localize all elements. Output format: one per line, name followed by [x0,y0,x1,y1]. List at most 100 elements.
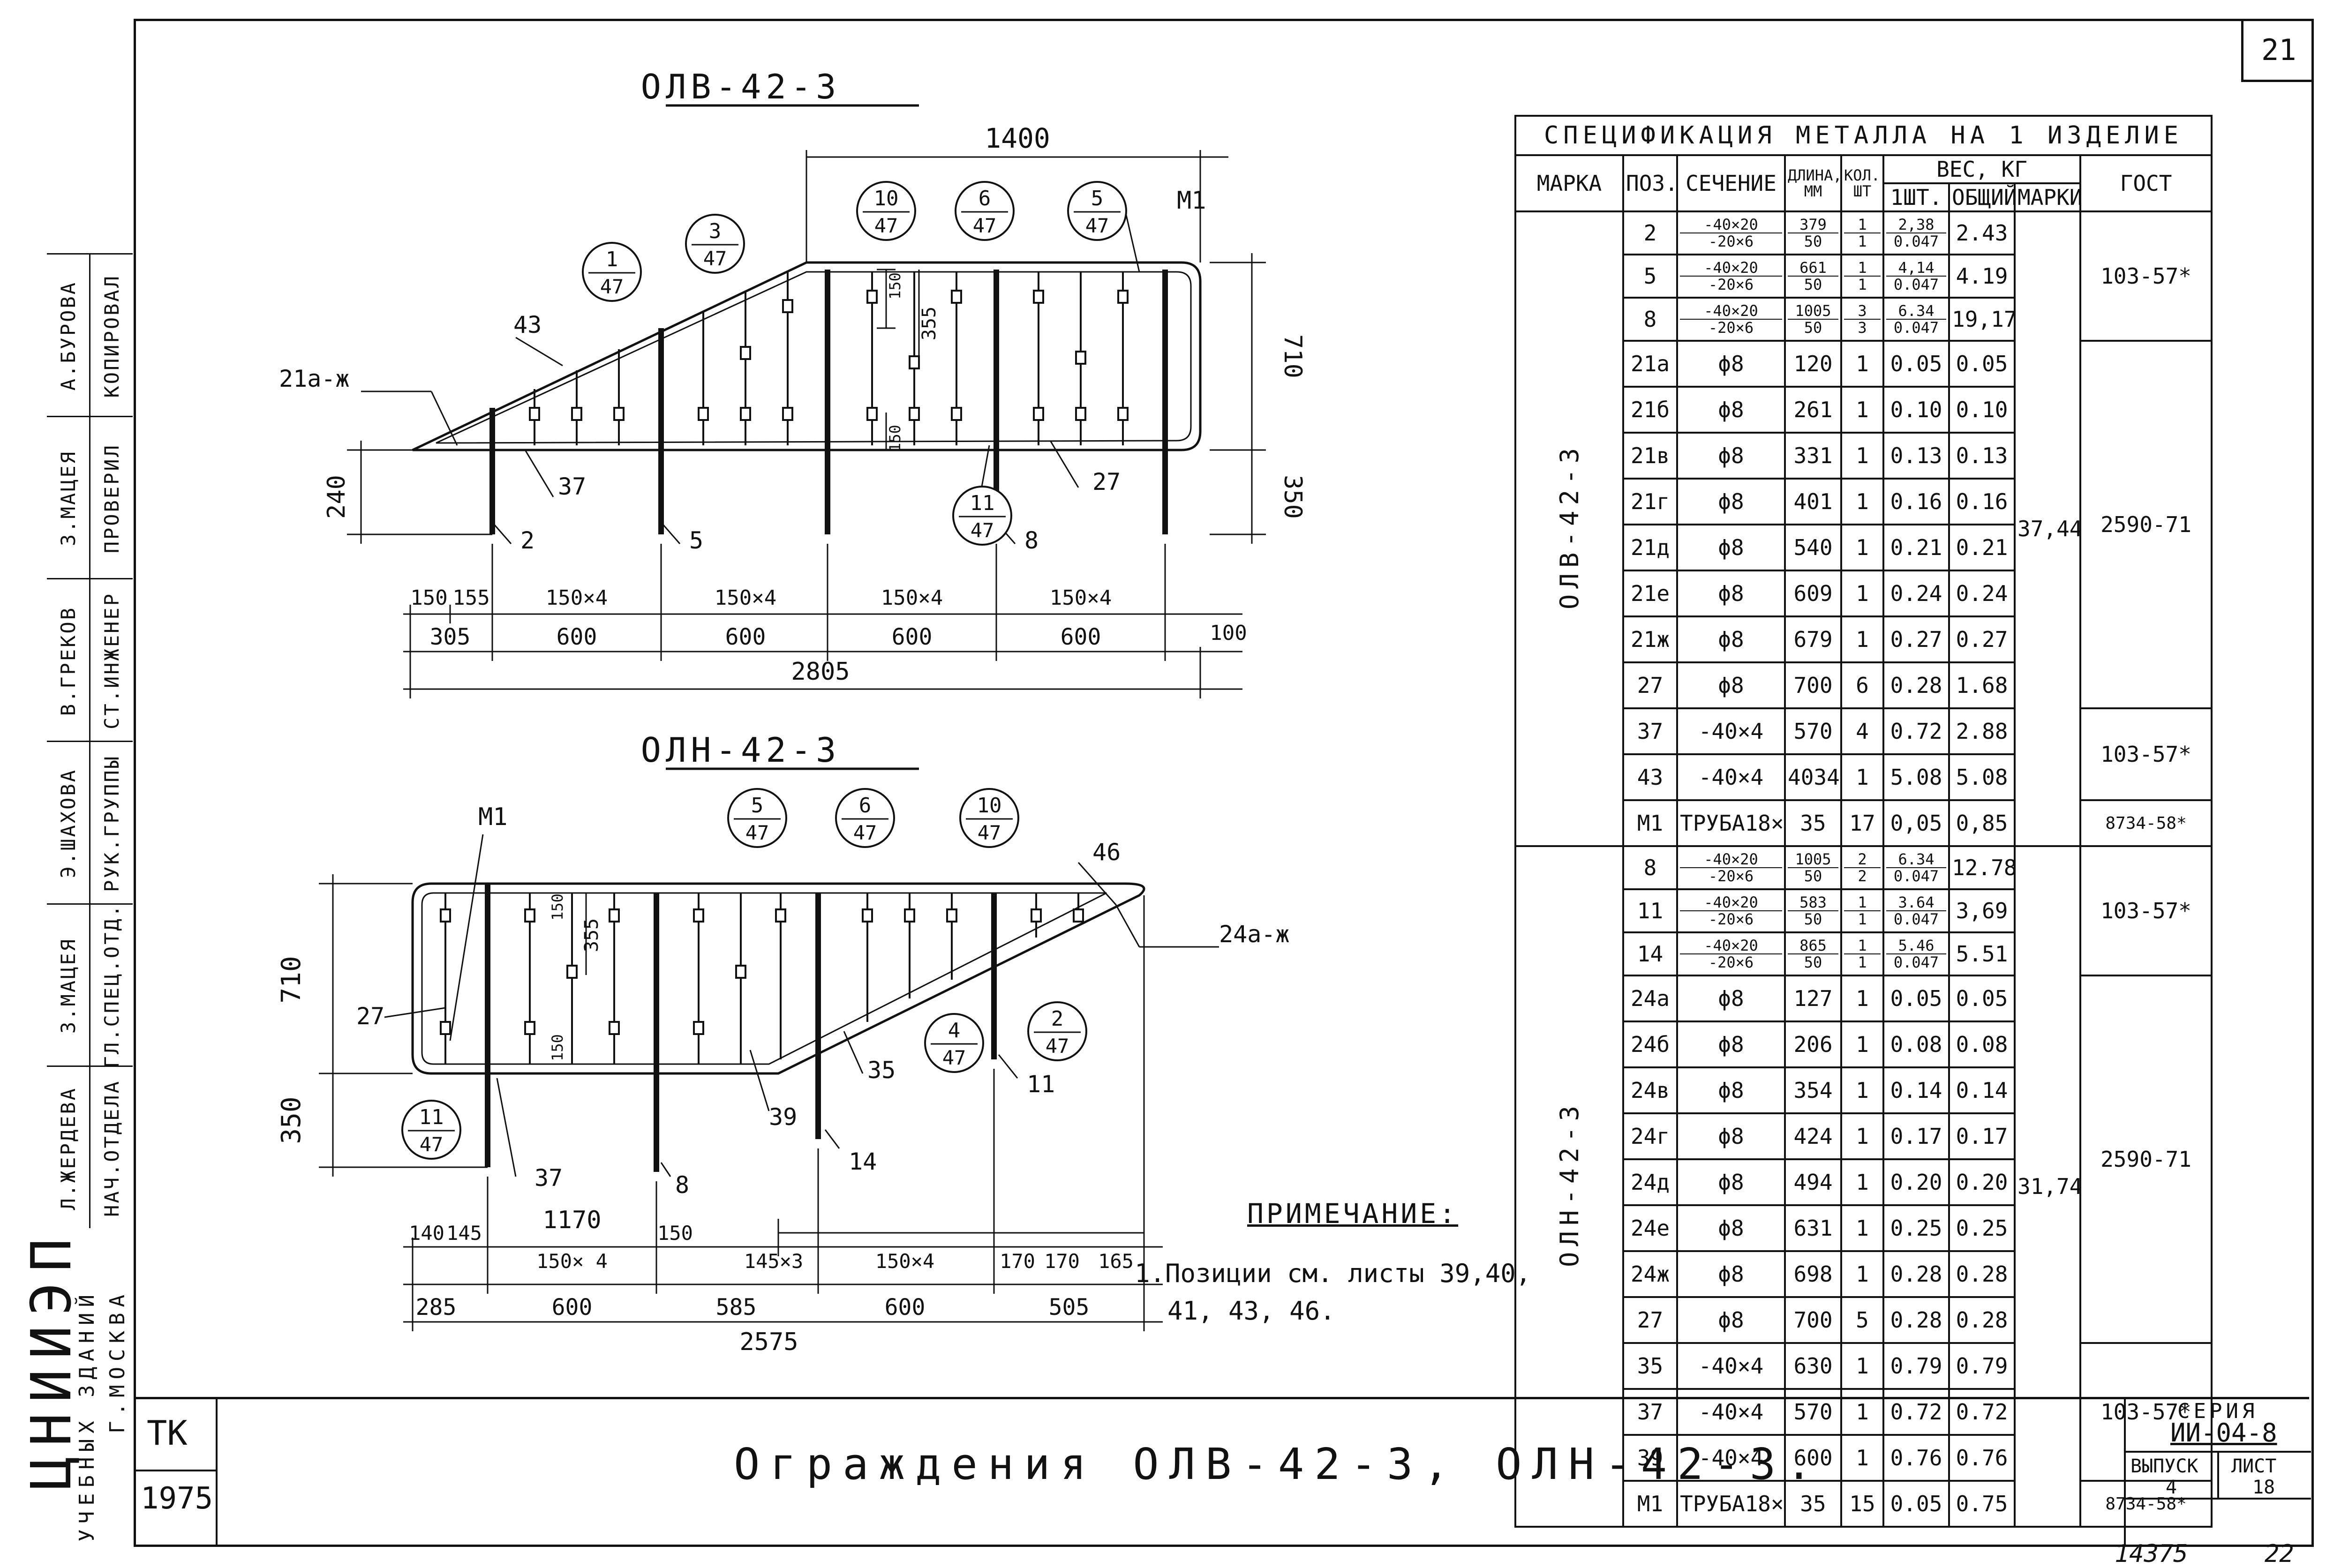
spec-section: ϕ8 [1676,386,1786,434]
spec-pos: 24а [1622,975,1678,1022]
olv-dim-1400: 1400 [985,122,1050,154]
spec-qty: 1 [1840,1204,1884,1252]
spec-w-one-line: 0.76 [1890,1445,1942,1470]
spec-header-length: ДЛИНА, ММ [1784,154,1842,212]
spec-pos: 37 [1622,1388,1678,1436]
callout-sheet: 47 [874,214,898,237]
spec-w-one: 0.72 [1882,707,1950,755]
spec-qty-line: 1 [1856,1399,1869,1425]
callout-sheet: 47 [978,821,1001,844]
spec-length: 570 [1784,1388,1842,1436]
spec-pos: 24ж [1622,1250,1678,1298]
corner-number: 21 [2261,33,2296,67]
spec-gost: 103-57* [2079,210,2213,342]
spec-w-one-line: 0.27 [1890,627,1942,652]
olh-label-46: 46 [1092,839,1121,866]
spec-w-one: 0.79 [1882,1342,1950,1390]
spec-section: -40×20-20×6 [1676,845,1786,890]
spec-pos: 24б [1622,1020,1678,1068]
callout-sheet: 47 [971,519,994,542]
spec-w-one: 0.27 [1882,615,1950,663]
spec-qty: 1 [1840,615,1884,663]
spec-qty: 1 [1840,753,1884,801]
spec-w-one: 0.28 [1882,1250,1950,1298]
spec-w-total: 0.10 [1948,386,2016,434]
callout-number: 6 [979,187,991,210]
spec-w-one-line: 0.05 [1890,1491,1942,1516]
spec-length: 331 [1784,432,1842,480]
callout-number: 5 [1091,187,1104,210]
spec-qty-line: 1 [1844,276,1881,293]
spec-qty-line: 1 [1856,986,1869,1011]
spec-section-line: -20×6 [1680,910,1782,927]
spec-length-line: 127 [1793,986,1833,1011]
spec-pos: 21ж [1622,615,1678,663]
spec-section-line: -40×20 [1704,850,1758,868]
spec-pos: 8 [1622,845,1678,890]
olh-label-24: 24а-ж [1219,921,1290,948]
spec-qty: 1 [1840,478,1884,525]
spec-length: 127 [1784,975,1842,1022]
spec-section-line: ϕ8 [1718,1261,1744,1287]
callout-sheet: 47 [745,821,769,844]
olh-label-8: 8 [675,1171,689,1199]
spec-qty-line: 1 [1856,1261,1869,1287]
spec-qty: 6 [1840,661,1884,709]
spec-w-one: 0.24 [1882,570,1950,617]
spec-length-line: 700 [1793,1307,1833,1333]
spec-length: 354 [1784,1066,1842,1114]
series-value: ИИ-04-8 [2170,1418,2277,1448]
spec-section: ϕ8 [1676,432,1786,480]
spec-section: -40×20-20×6 [1676,297,1786,342]
olh-chain2-1: 600 [552,1294,593,1320]
spec-header-pos: ПОЗ. [1622,154,1678,212]
olh-chain1-7: 170 [1044,1250,1080,1273]
spec-header-mark: МАРКА [1514,154,1624,212]
olv-chain2-1: 600 [557,624,597,650]
olv-label-m1: М1 [1177,187,1206,215]
olh-dim-150-sub: 150 [549,893,566,921]
spec-w-one-line: 3.64 [1898,893,1935,911]
spec-length: 609 [1784,570,1842,617]
spec-qty-line: 1 [1858,216,1867,233]
spec-w-one: 0.28 [1882,661,1950,709]
olv-total: 2805 [791,658,850,686]
olv-dim-710: 710 [1279,334,1307,378]
spec-qty-line: 1 [1856,581,1869,606]
spec-w-total: 0.79 [1948,1342,2016,1390]
spec-length: 401 [1784,478,1842,525]
spec-w-one-line: 0.28 [1890,1307,1942,1333]
spec-section-line: -20×6 [1680,953,1782,970]
spec-header-section: СЕЧЕНИЕ [1676,154,1786,212]
olh-total: 2575 [739,1328,798,1356]
spec-section-line: ТРУБА18×4,5 [1680,1491,1784,1516]
spec-length: 540 [1784,524,1842,571]
spec-gost: 8734-58* [2079,799,2213,847]
spec-section: ТРУБА18×4,5 [1676,799,1786,847]
spec-w-total: 0.17 [1948,1112,2016,1160]
spec-qty: 1 [1840,1388,1884,1436]
spec-section-line: ϕ8 [1718,443,1744,468]
stamp-name-cell: Э.ШАХОВА [47,741,89,905]
spec-w-one-line: 0.21 [1890,535,1942,560]
spec-length-line: 630 [1793,1353,1833,1379]
left-strip-frame [19,197,135,1542]
spec-w-one-line: 0.25 [1890,1215,1942,1241]
olv-chain1-4: 150×4 [881,586,943,610]
spec-length-line: 494 [1793,1170,1833,1195]
spec-section: -40×4 [1676,707,1786,755]
olh-chain1-8: 165 [1098,1250,1134,1273]
